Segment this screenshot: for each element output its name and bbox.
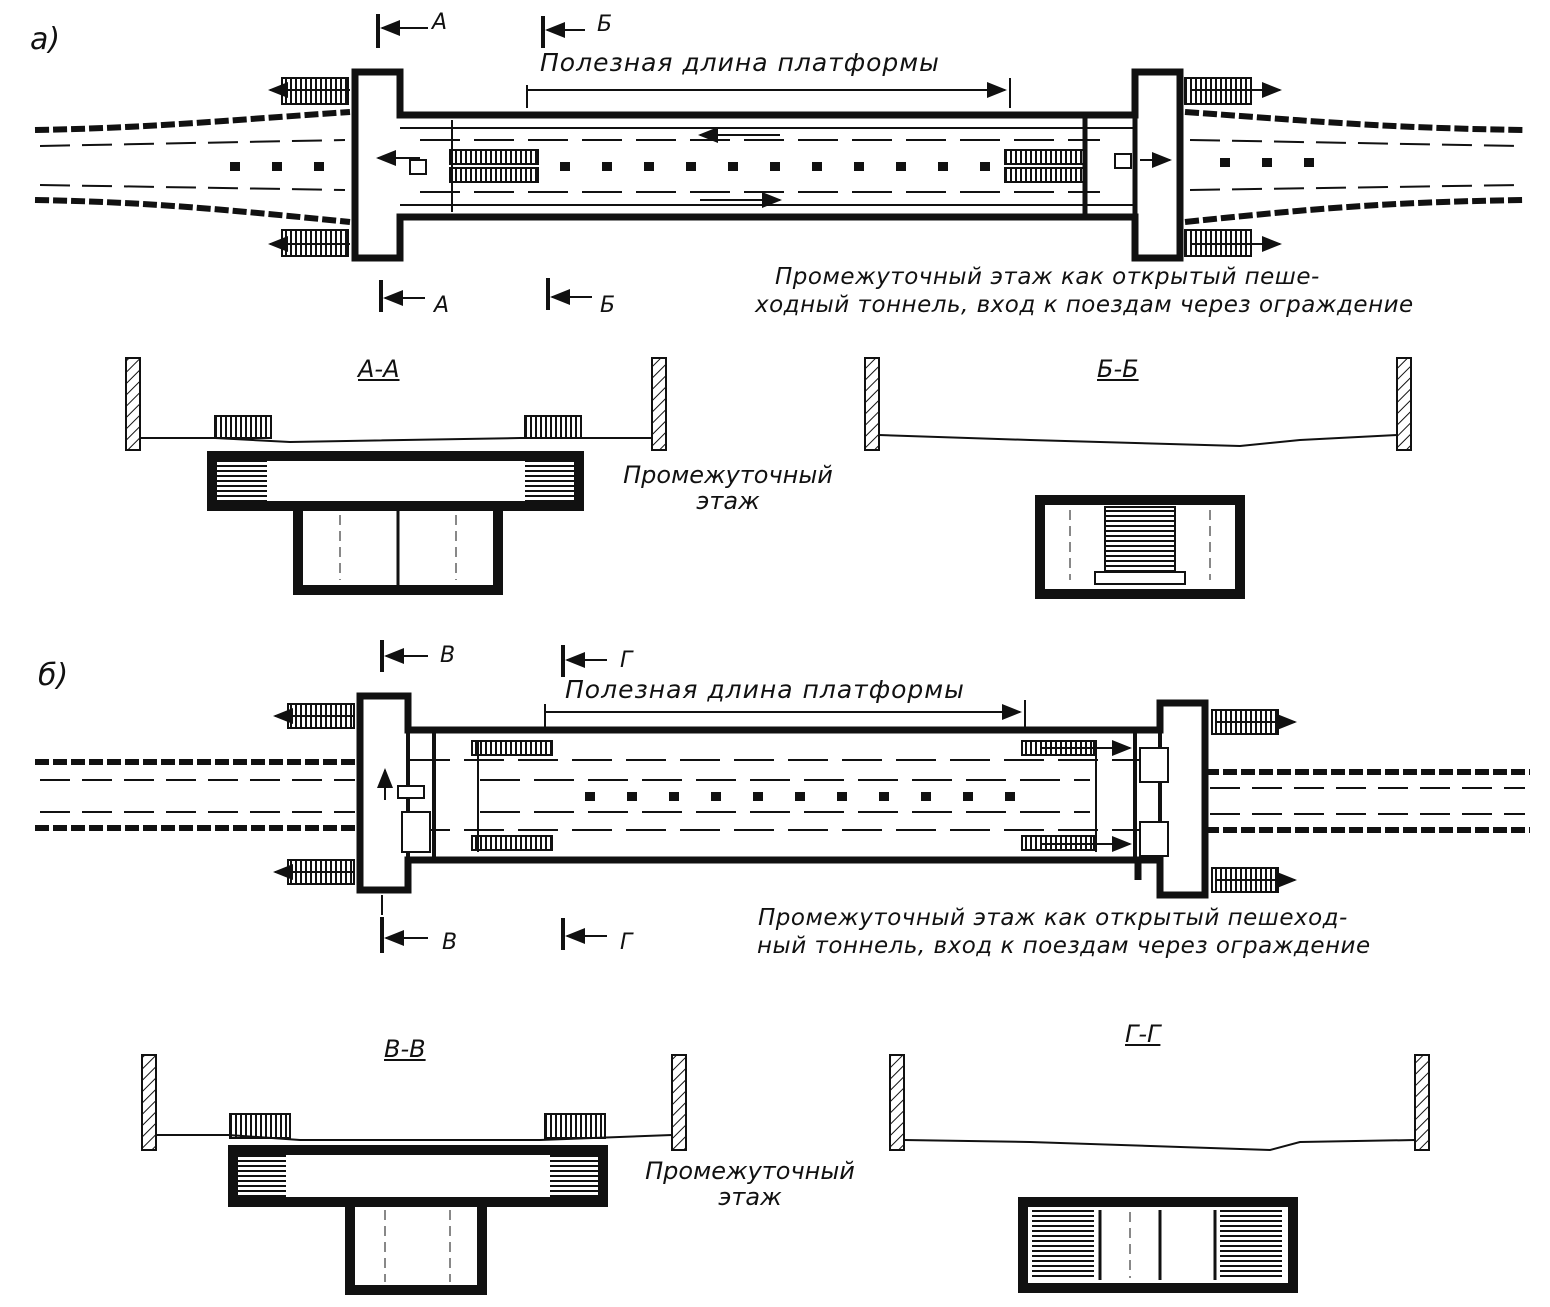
column-row-a: [230, 158, 1314, 171]
caption-b-line2: ный тоннель, вход к поездам через огражд…: [757, 933, 1371, 959]
section-label-b-b: Б-Б: [1097, 355, 1139, 383]
tunnel-wall-lower-left: [34, 197, 351, 225]
tunnel-wall-upper-left: [34, 109, 351, 133]
panel-label-a: а): [30, 22, 61, 57]
cut-label-bottom-b1: В: [442, 930, 458, 955]
column-dot: [686, 162, 696, 171]
mezzanine-a-line1: Промежуточный: [623, 461, 833, 489]
tunnel-wall-upper-right: [1184, 109, 1526, 133]
panel-label-b: б): [38, 658, 69, 693]
plan-b: [35, 692, 1530, 899]
mezzanine-label-a: Промежуточный этаж: [598, 462, 858, 514]
cut-label-bottom-b2: Г: [620, 930, 633, 955]
column-dot: [854, 162, 864, 171]
caption-a-line1: Промежуточный этаж как открытый пеше-: [775, 264, 1320, 290]
cut-label-top-a1: А: [432, 10, 448, 35]
platform-length-b: Полезная длина платформы: [565, 675, 965, 704]
column-dot: [560, 162, 570, 171]
mezzanine-b-line2: этаж: [718, 1183, 782, 1211]
column-dot: [753, 792, 763, 801]
cut-label-bottom-a2: Б: [600, 293, 616, 318]
column-dot: [1005, 792, 1015, 801]
column-dot: [1304, 158, 1314, 167]
section-label-g-g: Г-Г: [1125, 1020, 1161, 1048]
cut-label-top-b1: В: [440, 643, 456, 668]
mezzanine-a-line2: этаж: [696, 487, 760, 515]
tunnel-wall-lower-right: [1184, 197, 1526, 225]
stairs-b: [273, 703, 1297, 893]
column-dot: [711, 792, 721, 801]
section-b-b: [864, 357, 1412, 599]
station-outline-a: [351, 68, 1184, 262]
section-label-v-v: В-В: [384, 1035, 426, 1063]
section-label-a-a: А-А: [358, 355, 400, 383]
column-dot: [644, 162, 654, 171]
column-dot: [938, 162, 948, 171]
cut-markers-a: [376, 14, 1011, 312]
column-dot: [921, 792, 931, 801]
mezzanine-b-line1: Промежуточный: [645, 1157, 855, 1185]
cut-label-bottom-a1: А: [434, 293, 450, 318]
cut-label-top-a2: Б: [597, 12, 613, 37]
column-dot: [879, 792, 889, 801]
column-dot: [1262, 158, 1272, 167]
section-g-g: [889, 1054, 1430, 1293]
stairs-a: [268, 77, 1282, 257]
column-dot: [602, 162, 612, 171]
column-dot: [585, 792, 595, 801]
column-dot: [1220, 158, 1230, 167]
column-dot: [812, 162, 822, 171]
column-dot: [627, 792, 637, 801]
column-dot: [896, 162, 906, 171]
column-dot: [963, 792, 973, 801]
plan-a: [34, 68, 1526, 262]
platform-length-a: Полезная длина платформы: [540, 48, 940, 77]
caption-b-line1: Промежуточный этаж как открытый пешеход-: [758, 905, 1348, 931]
column-dot: [669, 792, 679, 801]
column-dot: [230, 162, 240, 171]
cut-markers-b: [380, 640, 1026, 953]
caption-a-line2: ходный тоннель, вход к поездам через огр…: [755, 292, 1414, 318]
column-dot: [314, 162, 324, 171]
station-outline-b: [356, 692, 1209, 899]
column-dot: [795, 792, 805, 801]
column-dot: [980, 162, 990, 171]
column-dot: [837, 792, 847, 801]
section-a-a: [125, 357, 667, 595]
column-dot: [770, 162, 780, 171]
cut-label-top-b2: Г: [620, 648, 633, 673]
column-dot: [272, 162, 282, 171]
column-dot: [728, 162, 738, 171]
section-v-v: [141, 1054, 687, 1295]
column-row-b: [585, 792, 1015, 801]
mezzanine-label-b: Промежуточный этаж: [620, 1158, 880, 1210]
